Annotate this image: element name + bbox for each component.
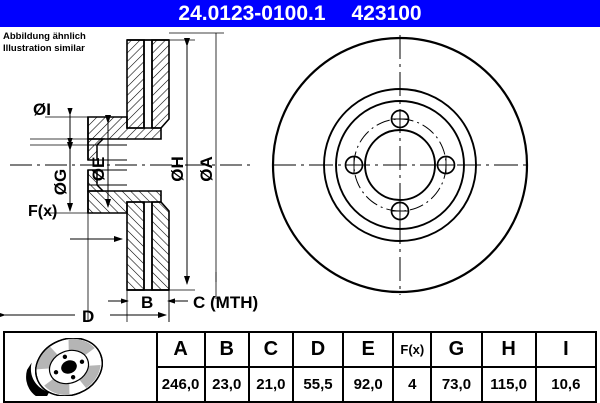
table-header-row: A B C D E F(x) G H I — [3, 331, 598, 403]
label-dia-A: ØA — [197, 156, 216, 182]
bolt-hole — [390, 201, 410, 221]
value-A: 246,0 — [155, 366, 206, 403]
circle-E — [335, 100, 465, 230]
value-B: 23,0 — [203, 366, 250, 403]
col-header-D: D — [291, 331, 345, 368]
bolt-hole-group — [344, 109, 456, 221]
bolt-hole — [390, 109, 410, 129]
spec-table-wrap: A B C D E F(x) G H I 246,0 23,0 21,0 55,… — [3, 331, 598, 403]
label-fx: F(x) — [28, 203, 57, 220]
cross-section-view — [10, 39, 255, 291]
col-header-E: E — [342, 331, 395, 368]
value-G: 73,0 — [430, 366, 483, 403]
value-H: 115,0 — [480, 366, 537, 403]
label-dia-I: ØI — [33, 100, 51, 119]
circle-H — [323, 88, 477, 242]
friction-ring-lower — [126, 201, 170, 291]
value-E: 92,0 — [342, 366, 395, 403]
bolt-hole — [436, 155, 456, 175]
part-number: 24.0123-0100.1 — [178, 2, 326, 25]
col-header-I: I — [534, 331, 598, 368]
value-Fx: 4 — [392, 366, 433, 403]
col-header-G: G — [430, 331, 483, 368]
col-header-A: A — [155, 331, 206, 368]
section-dimensions — [0, 32, 224, 322]
col-header-C: C — [247, 331, 294, 368]
technical-drawing: ØI ØG ØE ØH ØA F(x) B C (MTH) D — [0, 32, 530, 326]
bolt-hole — [344, 155, 364, 175]
col-header-H: H — [480, 331, 537, 368]
hub-bell-upper — [87, 116, 162, 161]
label-dim-D: D — [82, 307, 94, 326]
value-I: 10,6 — [534, 366, 598, 403]
value-C: 21,0 — [247, 366, 294, 403]
circle-bore-G — [364, 129, 436, 201]
note-line-de: Abbildung ähnlich — [3, 31, 86, 42]
disc-thumbnail-cell — [3, 331, 158, 403]
front-view — [271, 35, 530, 295]
brake-disc-thumbnail-icon — [26, 338, 103, 396]
article-number: 423100 — [351, 2, 422, 25]
friction-ring-upper — [126, 39, 170, 129]
circle-outer-A — [271, 36, 529, 294]
value-D: 55,5 — [291, 366, 345, 403]
note-line-en: Illustration similar — [3, 42, 85, 54]
col-header-B: B — [203, 331, 250, 368]
header-banner: 24.0123-0100.1 423100 — [0, 0, 600, 27]
label-dia-G: ØG — [51, 169, 70, 195]
label-dim-B: B — [141, 293, 153, 312]
label-dim-C: C (MTH) — [193, 293, 258, 312]
illustration-similar-note: Abbildung ähnlich Illustration similar — [3, 31, 86, 54]
label-dia-E: ØE — [89, 157, 108, 182]
col-header-Fx: F(x) — [392, 331, 433, 368]
label-dia-H: ØH — [168, 156, 187, 182]
spec-table: A B C D E F(x) G H I 246,0 23,0 21,0 55,… — [3, 331, 598, 403]
